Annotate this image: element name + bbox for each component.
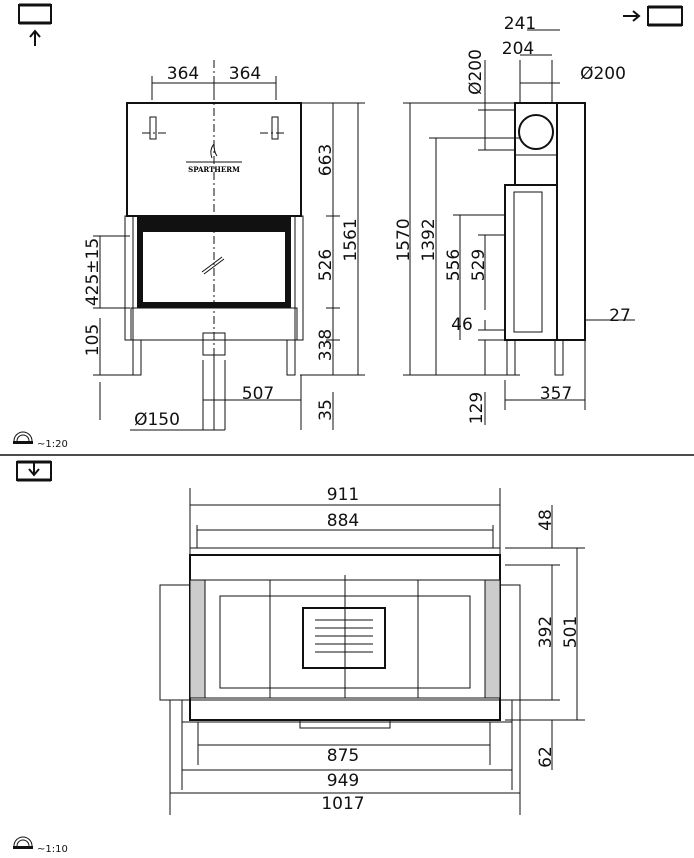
dim-556: 556	[444, 249, 464, 281]
dim-48: 48	[536, 509, 556, 531]
dim-1570: 1570	[394, 218, 414, 261]
dim-diameter-150: Ø150	[134, 410, 180, 430]
dim-1017: 1017	[321, 794, 364, 814]
dim-27: 27	[609, 306, 631, 326]
scale-lower: ~1:10	[37, 844, 68, 855]
dim-364-left: 364	[167, 64, 199, 84]
dim-501: 501	[561, 616, 581, 648]
scale-icon	[13, 836, 33, 849]
top-view-icon	[16, 460, 52, 482]
dim-949: 949	[327, 771, 359, 791]
dim-1392: 1392	[419, 218, 439, 261]
front-view: SPARTHERM 364 364 663 526 338 1561 35 42…	[83, 60, 365, 431]
dim-241: 241	[504, 14, 536, 34]
dim-338: 338	[316, 329, 336, 361]
dim-35: 35	[316, 399, 336, 421]
dim-129: 129	[467, 392, 487, 424]
dim-526: 526	[316, 249, 336, 281]
dim-105: 105	[83, 324, 103, 356]
side-view: 241 204 Ø200 Ø200 1570 1392 556 529 46 2…	[394, 14, 635, 425]
dim-1561: 1561	[341, 218, 361, 261]
spartherm-logo: SPARTHERM	[188, 165, 240, 174]
dim-46: 46	[451, 315, 473, 335]
dim-425: 425±15	[83, 238, 103, 306]
dim-204: 204	[502, 39, 534, 59]
scale-upper: ~1:20	[37, 439, 68, 450]
scale-icon	[13, 431, 33, 444]
front-view-icon	[18, 3, 52, 46]
top-view: 911 884 48 392 501 62 875 949 1017	[159, 485, 585, 815]
dim-392: 392	[536, 616, 556, 648]
dim-911: 911	[327, 485, 359, 505]
dim-663: 663	[316, 144, 336, 176]
dim-529: 529	[469, 249, 489, 281]
dim-507: 507	[242, 384, 274, 404]
dim-357: 357	[540, 384, 572, 404]
dim-62: 62	[536, 746, 556, 768]
dim-diameter-200-top: Ø200	[580, 64, 626, 84]
dim-diameter-200-side: Ø200	[466, 49, 486, 95]
side-view-icon	[623, 5, 683, 27]
dim-875: 875	[327, 746, 359, 766]
dim-364-right: 364	[229, 64, 261, 84]
dim-884: 884	[327, 511, 359, 531]
